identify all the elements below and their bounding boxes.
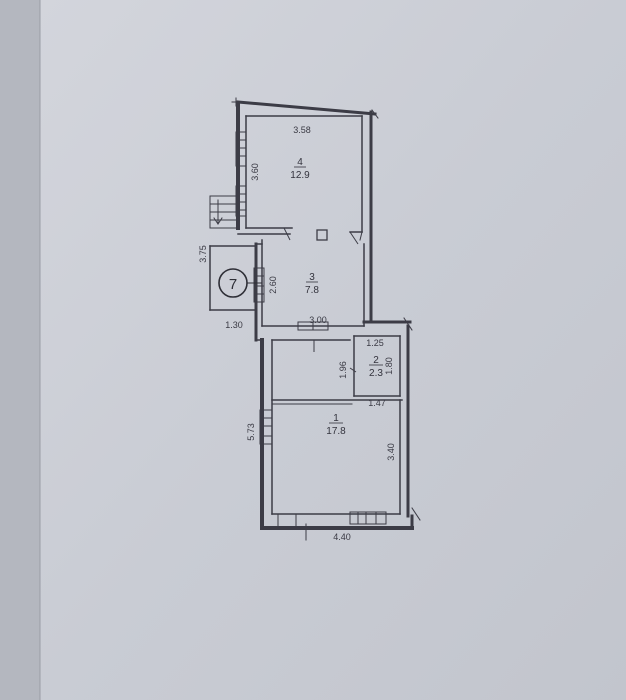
dim-room4-height: 3.60 <box>250 163 260 181</box>
room-area: 12.9 <box>290 170 310 181</box>
room-4-label: 4 12.9 <box>290 157 310 181</box>
paper-sheet <box>40 0 626 700</box>
dim-closet-height: 1.80 <box>384 357 394 375</box>
room-area: 2.3 <box>369 368 383 379</box>
dim-left-height: 5.73 <box>246 423 256 441</box>
dim-mid-width: 3.00 <box>309 315 327 325</box>
room-area: 7.8 <box>305 285 319 296</box>
dim-stair-height: 3.75 <box>198 245 208 263</box>
doors <box>277 227 359 528</box>
dim-room3-height: 2.60 <box>268 276 278 294</box>
dim-bottom-width: 4.40 <box>333 532 351 542</box>
room-3-label: 3 7.8 <box>305 272 319 296</box>
dim-stair-width: 1.30 <box>225 320 243 330</box>
dim-closet-width: 1.25 <box>366 338 384 348</box>
room-number: 2 <box>373 355 379 366</box>
room-number: 3 <box>309 272 315 283</box>
dim-top-width: 3.58 <box>293 125 311 135</box>
dim-closet-bottom: 1.47 <box>368 398 386 408</box>
unit-marker-label: 7 <box>229 276 237 293</box>
room-number: 4 <box>297 157 303 168</box>
page-shadow <box>0 0 40 700</box>
room-2-label: 2 2.3 <box>369 355 383 379</box>
room-1-label: 1 17.8 <box>326 413 346 437</box>
dim-room1-height: 3.40 <box>386 443 396 461</box>
chimney-fixture <box>316 229 328 241</box>
room-area: 17.8 <box>326 426 346 437</box>
windows <box>235 131 387 525</box>
room-number: 1 <box>333 413 339 424</box>
dim-hall-height: 1.96 <box>338 361 348 379</box>
